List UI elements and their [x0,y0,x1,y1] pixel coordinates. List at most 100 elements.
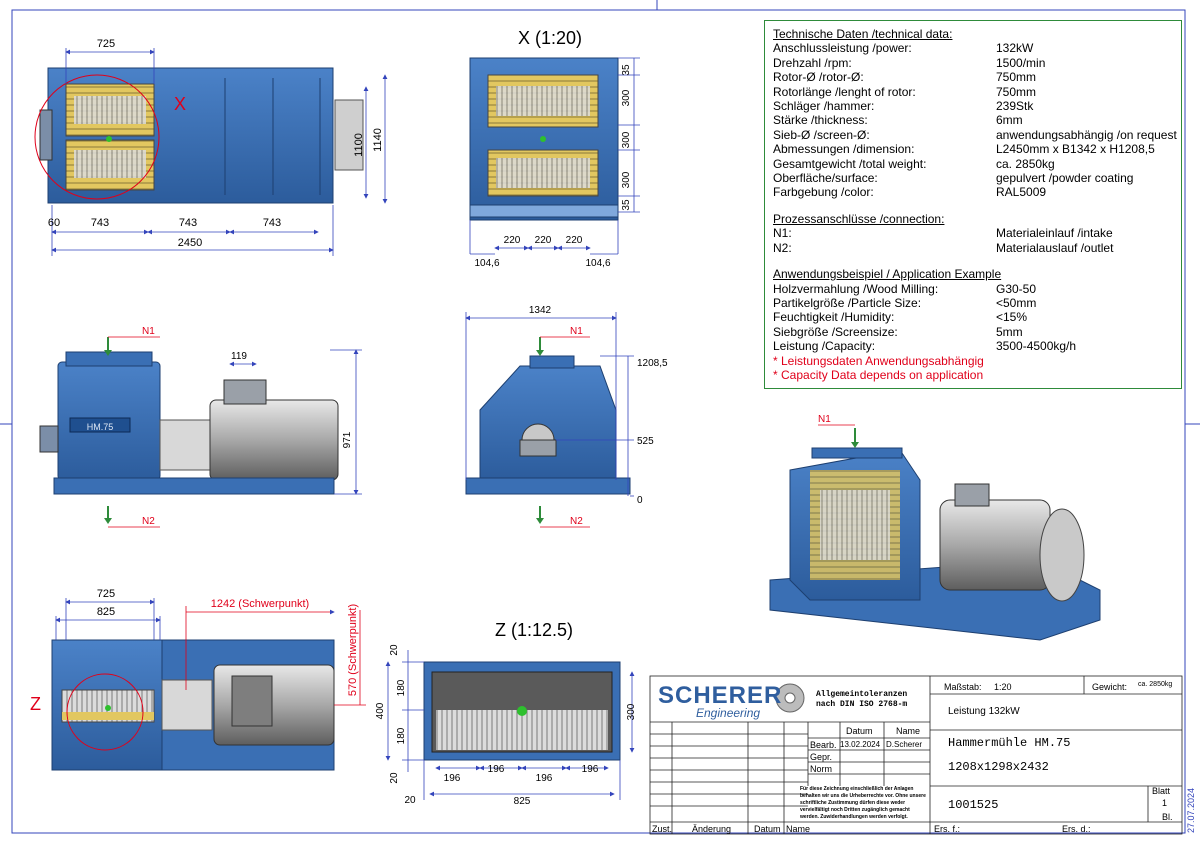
ers-f-label: Ers. f.: [934,824,961,834]
dim-60: 60 [48,217,60,229]
dim-196-d: 196 [582,764,599,775]
tech-row: Gesamtgewicht /total weight:ca. 2850kg [773,157,1173,171]
ers-d-label: Ers. d.: [1062,824,1091,834]
dim-1342: 1342 [529,305,552,316]
dim-196-b: 196 [488,764,505,775]
app-key: Partikelgröße /Particle Size: [773,295,922,310]
dim-743-b: 743 [179,217,197,229]
conn-row: N2: Materialauslauf /outlet [773,241,1173,255]
tech-value: 1500/min [996,55,1046,70]
dim-196-c: 196 [536,773,553,784]
app-value: 3500-4500kg/h [996,339,1077,354]
tech-value: 6mm [996,113,1023,128]
scale-label: Maßstab: [944,682,982,692]
view-x-title: X (1:20) [518,28,582,48]
drawing-title-2: 1208x1298x2432 [948,760,1049,774]
drawing-number: 1001525 [948,798,999,812]
tech-key: Schläger /hammer: [773,99,875,114]
dim-570-schwerpunkt: 570 (Schwerpunkt) [347,604,359,696]
tech-value: 132kW [996,41,1034,56]
name-label-2: Name [786,824,811,834]
weight-label: Gewicht: [1092,682,1128,692]
col-name: Name [896,726,921,736]
sheet-border [11,9,1186,834]
dim-196-a: 196 [444,773,461,784]
app-key: Holzvermahlung /Wood Milling: [773,281,939,296]
tech-row: Farbgebung /color: RAL5009 [773,185,1173,199]
tech-value: gepulvert /powder coating [996,171,1134,186]
conn-value: Materialeinlauf /intake [996,226,1113,241]
app-key: Feuchtigkeit /Humidity: [773,310,895,325]
tech-header: Technische Daten /technical data: [773,27,953,41]
dim-743-a: 743 [91,217,109,229]
app-row: Siebgröße /Screensize:5mm [773,325,1173,339]
note-en: * Capacity Data depends on application [773,367,984,382]
conn-key: N2: [773,240,792,255]
tech-key: Rotorlänge /lenght of rotor: [773,84,916,99]
conn-value: Materialauslauf /outlet [996,240,1114,255]
tech-key: Farbgebung /color: [773,185,874,200]
dim-220-c: 220 [566,235,583,246]
dim-300-b: 300 [621,131,632,148]
tech-value: 750mm [996,70,1037,85]
tech-value: RAL5009 [996,185,1047,200]
dim-825-bottom: 825 [97,606,115,618]
tech-row: Rotor-Ø /rotor-Ø: 750mm [773,70,1173,84]
tech-key: Oberfläche/surface: [773,171,878,186]
dim-20-a: 20 [389,644,400,656]
machine-plate: HM.75 [87,422,114,432]
tech-row: Sieb-Ø /screen-Ø:anwendungsabhängig /on … [773,128,1177,142]
scale-value: 1:20 [994,682,1012,692]
view-z [423,661,621,761]
col-datum: Datum [846,726,873,736]
blatt-label: Blatt [1152,786,1171,796]
tech-value: 239Stk [996,99,1034,114]
dim-0: 0 [637,495,643,506]
bl-label: Bl. [1162,812,1173,822]
tech-value: L2450mm x B1342 x H1208,5 [996,142,1155,157]
app-value: <50mm [996,295,1037,310]
tech-row: Abmessungen /dimension:L2450mm x B1342 x… [773,142,1173,156]
tech-row: Rotorlänge /lenght of rotor:750mm [773,85,1173,99]
side-view [39,351,339,495]
tolerance-note: Allgemeintoleranzen nach DIN ISO 2768-m [816,690,908,709]
app-row: Holzvermahlung /Wood Milling: G30-50 [773,282,1173,296]
dim-220-a: 220 [504,235,521,246]
side-date: 27.07.2024 [1186,787,1196,833]
tech-key: Rotor-Ø /rotor-Ø: [773,70,864,85]
datum-label-2: Datum [754,824,781,834]
top-view [34,67,364,204]
dim-220-b: 220 [535,235,552,246]
dim-725: 725 [97,38,115,50]
app-value: G30-50 [996,281,1037,296]
bearb-name: D.Scherer [886,740,923,749]
view-x [469,57,619,221]
tech-row: Schläger /hammer: 239Stk [773,99,1173,113]
n2-label-side: N2 [142,516,155,527]
conn-header: Prozessanschlüsse /connection: [773,211,945,226]
bearb-label: Bearb. [810,740,837,750]
n1-label-side: N1 [142,326,155,337]
dim-180-a: 180 [396,679,407,696]
front-view [465,355,631,495]
app-row: Leistung /Capacity:3500-4500kg/h [773,339,1173,353]
conn-row: N1:Materialeinlauf /intake [773,226,1173,240]
app-row: Partikelgröße /Particle Size: <50mm [773,296,1173,310]
n1-label-iso: N1 [818,414,831,425]
tech-key: Stärke /thickness: [773,113,868,128]
dim-300-z: 300 [626,703,637,720]
dim-35-b: 35 [621,199,632,211]
view-marker-z: Z [30,694,41,714]
view-z-title: Z (1:12.5) [495,620,573,640]
drawing-title-1: Hammermühle HM.75 [948,736,1071,750]
app-key: Siebgröße /Screensize: [773,324,898,339]
tech-key: Gesamtgewicht /total weight: [773,156,927,171]
dim-104-6-a: 104,6 [474,258,499,269]
app-row: Feuchtigkeit /Humidity:<15% [773,310,1173,324]
dim-300-a: 300 [621,89,632,106]
gepr-label: Gepr. [810,752,833,762]
dim-20-c: 20 [404,795,416,806]
title-block-grid [649,675,1183,835]
spec-box: Technische Daten /technical data: Anschl… [764,20,1182,389]
